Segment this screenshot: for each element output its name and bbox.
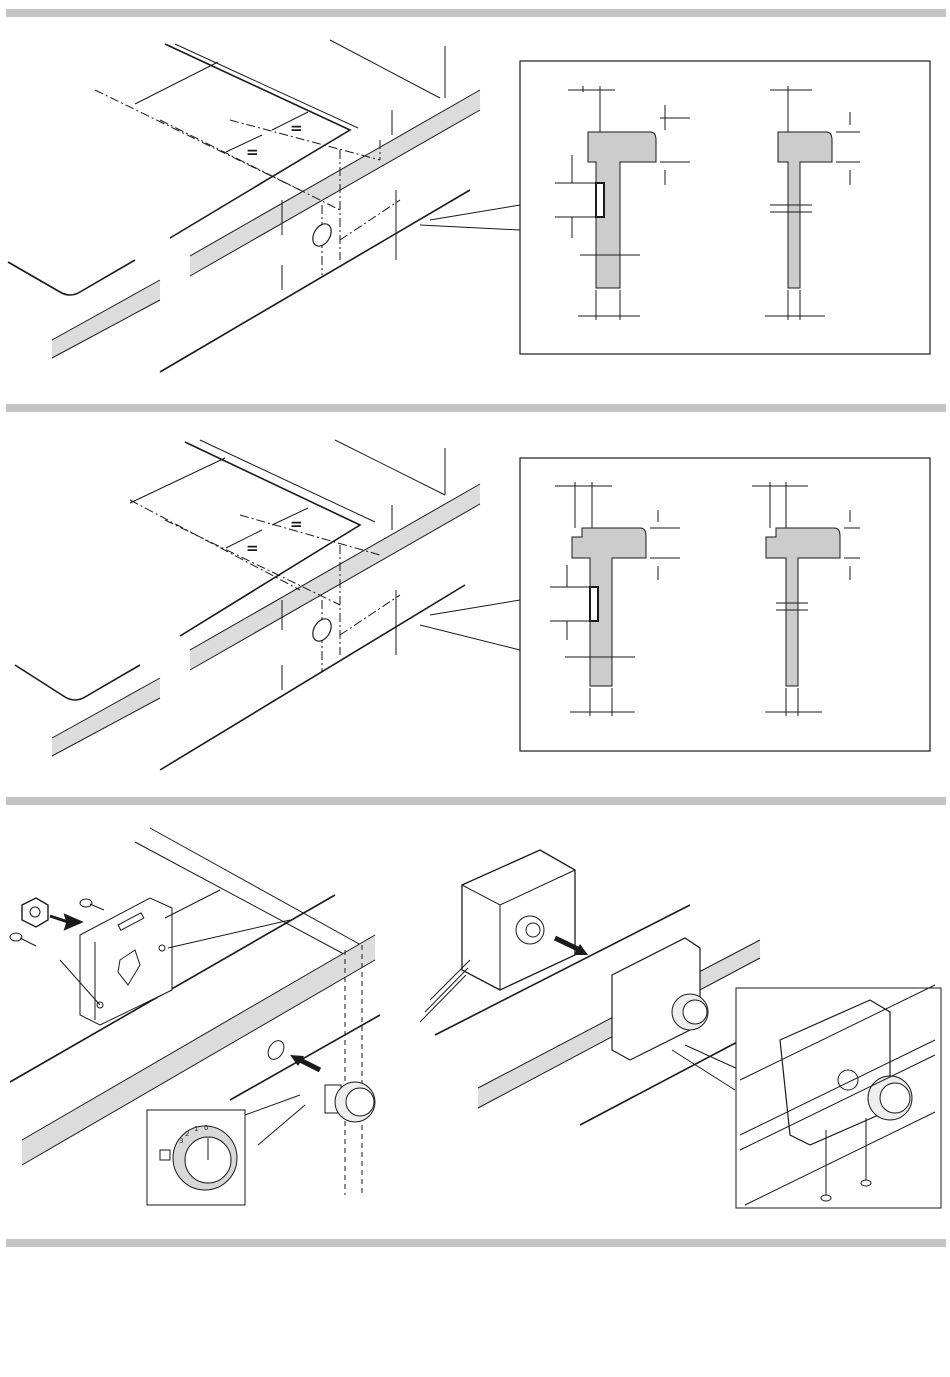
drill-hole-1 xyxy=(309,221,335,250)
cutout-diagram-1: = = xyxy=(0,20,950,400)
equal-mark-2b: = xyxy=(290,515,303,533)
worktop-edge-1b xyxy=(52,280,160,358)
dial-mark-0: 0 xyxy=(204,1124,208,1132)
dial-mark-3: 3 xyxy=(179,1137,183,1145)
module-detail-box xyxy=(736,985,941,1208)
equal-mark-1a: = xyxy=(246,143,259,161)
control-module xyxy=(420,850,575,1022)
hob-surface-2 xyxy=(15,440,445,700)
assembly-diagram: 0 1 2 3 xyxy=(0,808,950,1238)
mounting-bracket-right xyxy=(612,938,708,1060)
separator-band-3 xyxy=(6,797,946,805)
screw-icon xyxy=(821,1195,831,1201)
knob-detail-box: 0 1 2 3 xyxy=(147,1110,245,1205)
front-panel-hole xyxy=(265,1038,287,1062)
screw-icon xyxy=(861,1180,871,1186)
separator-band-2 xyxy=(6,404,946,412)
fan-symbol-icon xyxy=(160,1150,170,1160)
separator-band-bottom xyxy=(6,1239,946,1247)
worktop-edge-2 xyxy=(190,484,480,670)
worktop-edge-2b xyxy=(52,678,160,756)
separator-band-top xyxy=(6,9,946,17)
cutout-diagram-2: = = xyxy=(0,415,950,795)
control-knob-icon xyxy=(325,1082,375,1122)
dial-mark-1: 1 xyxy=(194,1125,198,1133)
equal-mark-1b: = xyxy=(290,119,303,137)
drill-hole-2 xyxy=(309,616,335,645)
dial-mark-2: 2 xyxy=(185,1130,189,1138)
equal-mark-2a: = xyxy=(246,539,259,557)
section-detail-box-1 xyxy=(520,61,930,354)
nut-icon xyxy=(22,898,48,927)
arrow-icon xyxy=(300,1060,320,1070)
arrow-icon xyxy=(50,916,80,928)
section-detail-box-2 xyxy=(520,458,930,751)
